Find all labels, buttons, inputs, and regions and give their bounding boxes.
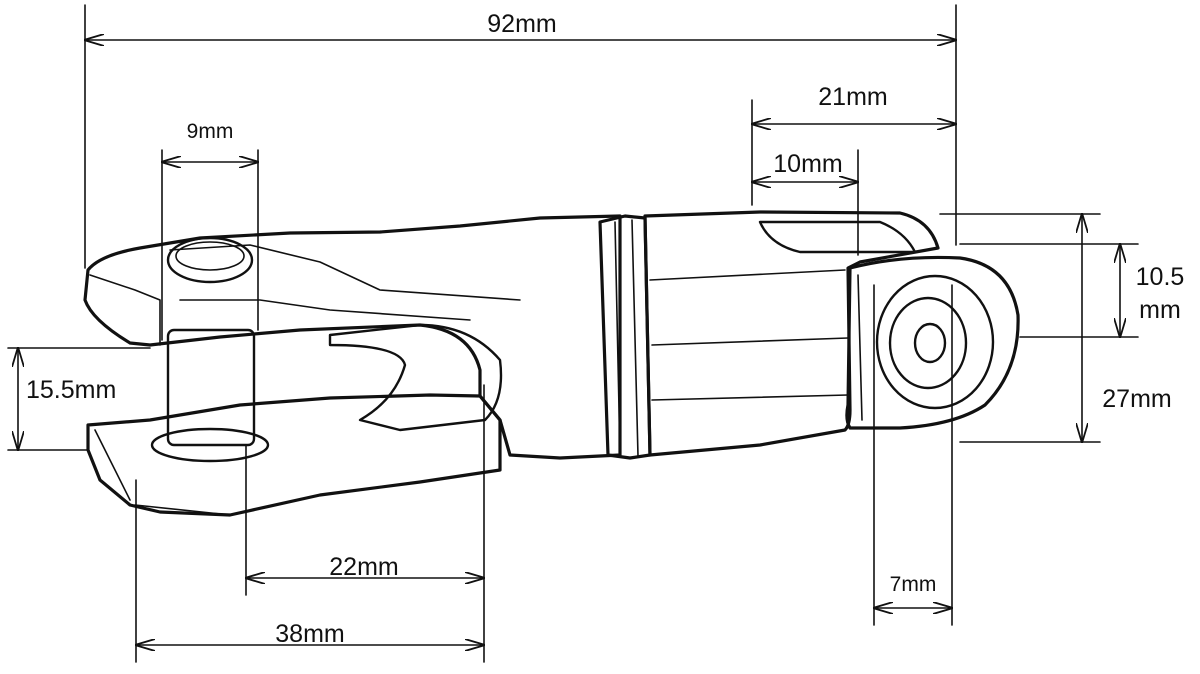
label-38mm: 38mm [275,620,344,648]
clevis-slot [328,323,503,432]
collar [598,214,652,460]
label-10mm: 10mm [773,150,842,178]
label-10-5-unit: mm [1139,296,1181,324]
eye-hole [913,322,947,364]
label-7mm: 7mm [890,573,937,596]
barrel-window [758,220,917,254]
swivel-barrel [643,210,940,457]
clevis-pin [166,328,256,447]
clevis-body [83,214,622,460]
dimension-labels: 92mm 21mm 10mm 9mm 15.5mm 22mm 38mm 7mm … [26,10,1184,648]
label-92mm: 92mm [487,10,556,38]
label-10-5: 10.5 [1136,263,1185,291]
label-21mm: 21mm [818,83,887,111]
eye-outer-ring [875,274,995,410]
label-9mm: 9mm [187,120,234,143]
label-27mm: 27mm [1102,385,1171,413]
label-22mm: 22mm [329,553,398,581]
eye-end [845,255,1020,430]
pin-head [166,236,254,284]
lower-jaw [86,393,502,517]
swivel-part-drawing [83,210,1020,517]
label-15-5mm: 15.5mm [26,376,116,404]
dimension-lines [7,4,1139,663]
